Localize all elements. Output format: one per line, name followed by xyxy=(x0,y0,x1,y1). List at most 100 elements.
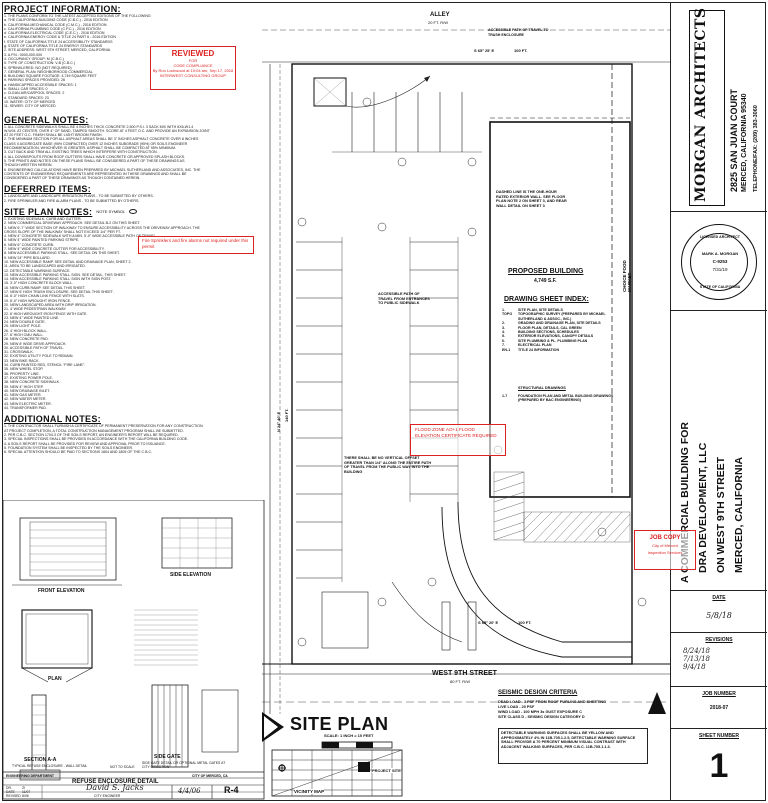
sheet-number-cell: SHEET NUMBER 1 xyxy=(671,728,767,800)
note-line: 27. 6' HIGH CMU WALL. xyxy=(4,333,44,337)
note-line: 18. 6'-0" HIGH CHAIN LINK FENCE WITH SLA… xyxy=(4,294,85,299)
site-plan-notes-title: SITE PLAN NOTES: xyxy=(4,206,93,217)
drawing-index-text: BUILDING SECTIONS, SCHEDULES xyxy=(518,330,579,335)
project-line3: ON WEST 9TH STREET xyxy=(715,456,727,573)
note-line: 22. 6' HIGH WROUGHT IRON FENCE WITH GATE… xyxy=(4,311,88,316)
note-line: 9. NEW 24" PIPE BOLLARD. xyxy=(4,255,51,260)
revision-3: 9/4/18 xyxy=(683,663,706,671)
site-plan-notes-list: 1. EXISTING SIDEWALK, CURB AND GUTTER.2.… xyxy=(4,217,266,410)
seismic-line: LIVE LOAD - 20 PSF xyxy=(498,705,535,709)
date-value: 5/8/18 xyxy=(706,611,732,620)
note-line: 3. NEW 6'-7" WIDE SECTION OF WALKWAY TO … xyxy=(4,225,200,230)
note-line: 1. ALL CONCRETE SIDEWALKS SHALL BE 4 INC… xyxy=(4,124,194,129)
drawing-index-no: 6. xyxy=(502,338,505,343)
accessible-path-top-note: ACCESSIBLE PATH OF TRAVEL TO TRASH ENCLO… xyxy=(488,28,549,37)
firm-phone: TELEPHONE/FAX: (209) 383-3060 xyxy=(753,105,759,192)
note-line: 4. ALL DOWNSPOUTS FROM ROOF GUTTERS SHAL… xyxy=(4,154,186,159)
drawing-index-text: FLOOR PLAN, DETAILS, CAL GREEN xyxy=(518,325,582,330)
dr-value: Zl xyxy=(22,786,25,790)
note-line: 12. DETECTABLE WARNING SURFACE. xyxy=(4,268,71,273)
job-number-value: 2018-07 xyxy=(709,705,729,711)
project-info-title: PROJECT INFORMATION: xyxy=(4,4,121,14)
note-line: g. STATE OF CALIFORNIA TITLE 24 ENERGY S… xyxy=(4,44,103,49)
revised-value: 8/06 xyxy=(22,794,29,798)
drawing-index-no: 3. xyxy=(502,325,505,330)
note-line: 1. THE CONTRACTOR SHALL FURNISH A CERTIF… xyxy=(4,424,204,429)
note-line: THOUGH WRITTEN HEREIN. xyxy=(4,163,53,168)
alley-row: 20 FT. R/W xyxy=(428,20,449,25)
note-line: 39. NEW 4" HIGH STEP. xyxy=(4,384,44,389)
street-name: WEST 9TH STREET xyxy=(432,670,497,677)
project-title-block: A COMMERCIAL BUILDING FOR DRA DEVELOPMEN… xyxy=(671,310,767,590)
note-symbol-icon xyxy=(129,209,138,215)
note-line: 43. NEW ELECTRIC METER. xyxy=(4,401,52,406)
city-engineer-label: CITY ENGINEER xyxy=(94,794,121,798)
note-line: 3. A.P.N.: 0000-000-000 xyxy=(4,52,43,57)
engineer-signature: David S. Jacks xyxy=(86,783,144,792)
reviewed-stamp: REVIEWED FOR CODE COMPLIANCE By Ron Lock… xyxy=(150,46,236,90)
dim-left: 140 FT. xyxy=(284,408,289,422)
note-line: 31. CROSSWALK. xyxy=(4,350,34,355)
alley-label: ALLEY xyxy=(430,12,450,18)
revision-1: 8/24/18 xyxy=(683,647,710,655)
note-line: 6. SPECIAL ATTENTION SHOULD BE PAID TO S… xyxy=(4,450,153,455)
drawing-index-text: GRADING AND DRAINAGE PLAN, SITE DETAILS xyxy=(518,321,601,326)
sheet-number-title: SHEET NUMBER xyxy=(698,733,739,739)
note-line: 37. EXISTING POWER POLE. xyxy=(4,375,53,380)
note-line: 6. SPRINKLERED: NO (NOT REQUIRED) xyxy=(4,65,72,70)
date-value: 11/07 xyxy=(22,790,31,794)
proposed-building-title: PROPOSED BUILDING xyxy=(508,268,584,275)
note-line: 21. 4' WIDE PEDESTRIAN WALKWAY. xyxy=(4,307,67,312)
job-copy-services: Inspection Services xyxy=(647,550,683,555)
note-line: 20. NEW LANDSCAPED AREA WITH DRIP IRRIGA… xyxy=(4,302,97,307)
note-line: AT 20 FEET O.C. FINISH SHALL BE LIGHT BR… xyxy=(4,133,103,138)
note-line: AT PROJECT COMPLETION, A TOTAL CONSTRUCT… xyxy=(4,428,184,433)
deferred-items-title: DEFERRED ITEMS: xyxy=(4,184,92,195)
note-line: 1. LANDSCAPE AND LANDSCAPE IRRIGATION PL… xyxy=(4,194,154,199)
note-line: 19. 6'-0" HIGH WROUGHT IRON FENCE. xyxy=(4,298,72,303)
job-number-cell: JOB NUMBER 2018-07 xyxy=(671,686,767,728)
firm-name: MORGAN ARCHITECTS xyxy=(693,7,709,203)
project-site-label: PROJECT SITE xyxy=(372,768,401,773)
bearing-bottom: S 65° 20' E xyxy=(478,620,499,625)
note-line: a. HANDICAPPED ACCESSIBLE SPACES: 1 xyxy=(4,82,77,87)
note-line: b. CALIFORNIA MECHANICAL CODE (C.M.C.) -… xyxy=(4,22,107,27)
note-line: W.W.M. AT CENTER, OVER 4" OF SAND, TAMPE… xyxy=(4,128,210,133)
note-line: 2. THE MINIMUM SECTION FOR ALL ASPHALT A… xyxy=(4,137,199,142)
drawing-index-no: 4. xyxy=(502,330,505,335)
side-gate-sub-label: SIDE GATE DETAIL OR OPTIONAL METAL GATES… xyxy=(142,761,226,769)
drawing-index-text: TOPOGRAPHIC SURVEY (PREPARED BY MICHAEL … xyxy=(518,312,606,321)
seismic-list: DEAD LOAD - 3 PSF FROM ROOF PURLINS AND … xyxy=(498,700,648,720)
seismic-line: SITE CLASS D - SEISMIC DESIGN CATEGORY D xyxy=(498,715,585,719)
general-notes-list: 1. ALL CONCRETE SIDEWALKS SHALL BE 4 INC… xyxy=(4,125,266,181)
note-line: 8. NEW ACCESSIBLE PARKING STALL. SEE DET… xyxy=(4,251,120,256)
note-line: 2. SITE ADDRESS: WEST 9TH STREET, MERCED… xyxy=(4,48,111,53)
note-line: 42. NEW WATER METER. xyxy=(4,397,47,402)
market-label: CHOICE FOOD MARKET xyxy=(622,260,632,292)
note-line: 4. A SOILS REPORT SHALL BE PROVIDED FOR … xyxy=(4,441,166,446)
title-block: MORGAN ARCHITECTS 2825 SAN JUAN COURT ME… xyxy=(670,2,767,800)
note-line: 1. EXISTING SIDEWALK, CURB AND GUTTER. xyxy=(4,216,82,221)
note-line: 40. NEW DRAINAGE INLET. xyxy=(4,388,50,393)
date-cell: DATE 5/8/18 xyxy=(671,590,767,632)
note-line: d. STANDARD SPACES: 23 xyxy=(4,95,49,100)
drawing-index-text: EXTERIOR ELEVATIONS, CANOPY DETAILS xyxy=(518,334,594,339)
bearing-top: S 65° 25' E xyxy=(474,48,495,53)
architect-seal: LICENSED ARCHITECT MARK A. MORGAN C-9253… xyxy=(681,224,757,300)
proposed-building-area: 4,749 S.F. xyxy=(534,278,557,284)
note-line: RECOMMENDATION, WHICHEVER IS GREATER. AS… xyxy=(4,146,177,151)
drawing-index-no: 7. xyxy=(502,343,505,348)
revisions-cell: REVISIONS 8/24/18 7/13/18 9/4/18 xyxy=(671,632,767,686)
additional-notes-title: ADDITIONAL NOTES: xyxy=(4,414,101,425)
engineering-dept-label: ENGINEERING DEPARTMENT xyxy=(6,774,54,778)
note-line: 3. CUT BACK AND TRIM ALL EXISTING TREES … xyxy=(4,150,158,155)
seal-number: C-9253 xyxy=(712,259,728,264)
drawing-index-row: 2.GRADING AND DRAINAGE PLAN, SITE DETAIL… xyxy=(502,321,618,325)
drawing-index-row: 7.ELECTRICAL PLAN xyxy=(502,343,618,347)
drawing-index-no: 1. xyxy=(502,308,505,312)
note-line: 35. NEW WHEEL STOP. xyxy=(4,367,44,372)
note-line: e. CALIFORNIA ENERGY CODE & TITLE 24 PAR… xyxy=(4,35,116,40)
note-line: 23. NEW 4" WIDE PAINTED LINE. xyxy=(4,315,60,320)
